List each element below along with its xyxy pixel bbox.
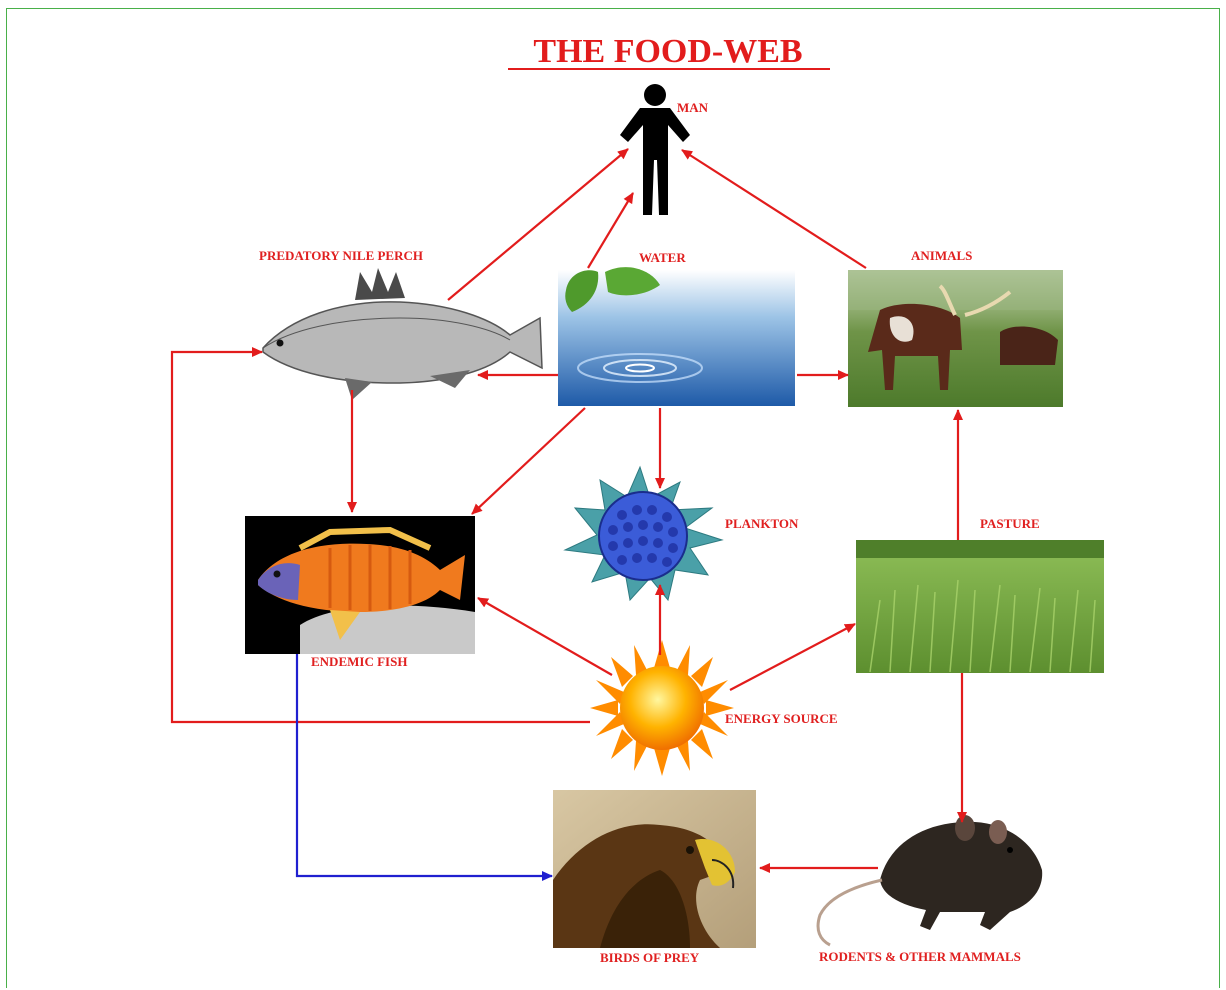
rodent-image — [818, 815, 1042, 945]
animals-image — [848, 270, 1063, 407]
water-label: WATER — [639, 250, 686, 265]
arrow-sun-to-pasture — [730, 624, 855, 690]
arrow-sun-to-endemic-fish — [478, 598, 612, 675]
sun-icon — [590, 640, 734, 776]
pasture-image — [856, 540, 1104, 673]
arrow-water-to-man — [588, 193, 633, 268]
nile-perch-image — [263, 268, 542, 400]
animals-label: ANIMALS — [911, 248, 972, 263]
energy-source-label: ENERGY SOURCE — [725, 711, 838, 726]
birds-of-prey-image — [553, 790, 756, 948]
rodents-label: RODENTS & OTHER MAMMALS — [819, 949, 1021, 964]
plankton-image — [565, 467, 722, 600]
birds-of-prey-label: BIRDS OF PREY — [600, 950, 700, 965]
endemic-fish-image — [245, 516, 475, 654]
pasture-label: PASTURE — [980, 516, 1040, 531]
arrow-animals-to-man — [682, 150, 866, 268]
page-title: THE FOOD-WEB — [533, 33, 802, 70]
endemic-fish-label: ENDEMIC FISH — [311, 654, 407, 669]
plankton-label: PLANKTON — [725, 516, 799, 531]
nile-perch-label: PREDATORY NILE PERCH — [259, 248, 423, 263]
arrow-water-to-endemic-fish — [472, 408, 585, 514]
arrow-endemic-fish-to-birds — [297, 654, 552, 876]
water-image — [558, 267, 795, 406]
man-label: MAN — [677, 100, 709, 115]
